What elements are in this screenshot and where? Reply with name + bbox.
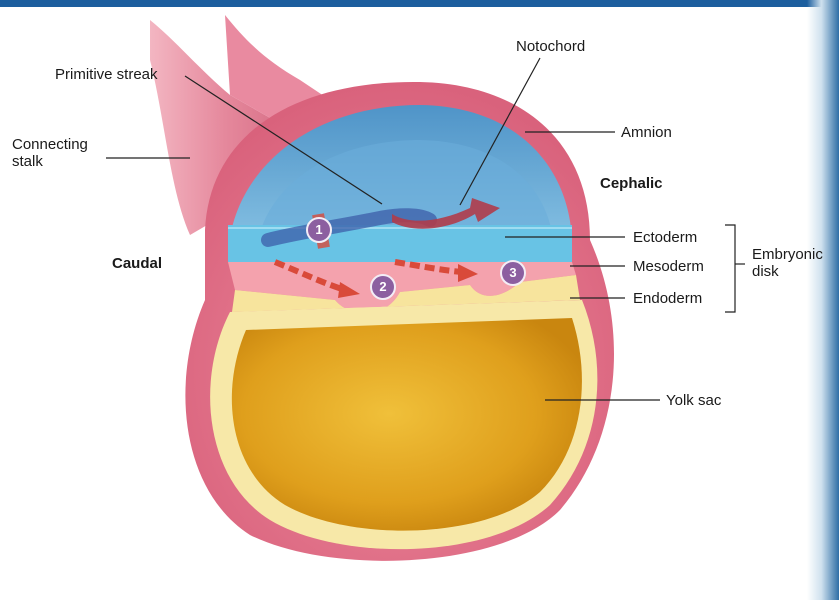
endoderm-label: Endoderm [633, 290, 702, 307]
amnion-label: Amnion [621, 124, 672, 141]
step-1-badge: 1 [306, 217, 332, 243]
ectoderm-label: Ectoderm [633, 229, 697, 246]
yolk-sac-label: Yolk sac [666, 392, 721, 409]
connecting-stalk-label: Connecting stalk [12, 136, 112, 170]
caudal-label: Caudal [112, 255, 162, 272]
step-2-badge: 2 [370, 274, 396, 300]
primitive-streak-label: Primitive streak [55, 66, 158, 83]
step-3-badge: 3 [500, 260, 526, 286]
embryonic-disk-label: Embryonic disk [752, 246, 832, 280]
cephalic-label: Cephalic [600, 175, 663, 192]
mesoderm-label: Mesoderm [633, 258, 704, 275]
notochord-label: Notochord [516, 38, 585, 55]
